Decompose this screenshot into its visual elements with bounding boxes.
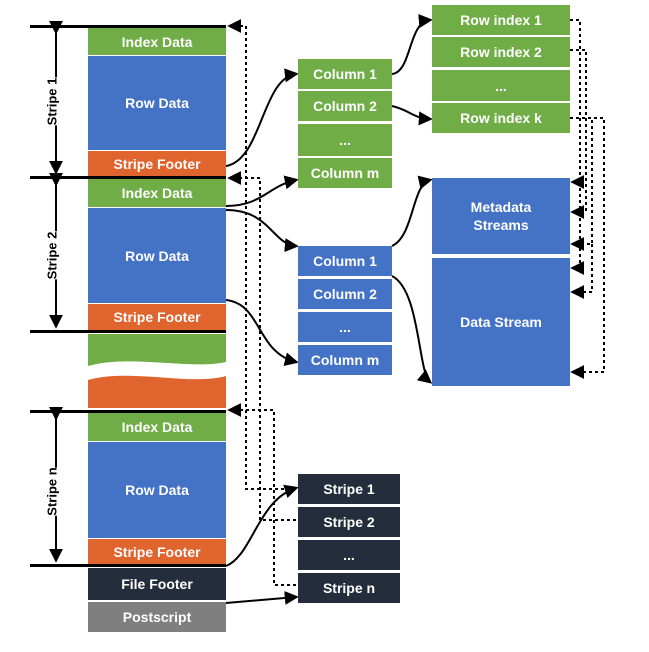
index-column-m: Column m — [298, 158, 392, 188]
index-column-2: Column 2 — [298, 91, 392, 121]
dotted-stripe2-to-file — [227, 171, 296, 521]
stripe1-top-line — [30, 25, 226, 28]
stripen-bottom-line — [30, 564, 226, 567]
stripes-list-stripe-1: Stripe 1 — [298, 474, 400, 504]
stripe2-bottom-line — [30, 330, 226, 333]
stripe1-row-data: Row Data — [88, 56, 226, 150]
stripen-stripe-footer: Stripe Footer — [88, 539, 226, 564]
dotted-rowindex-to-datastream-2 — [570, 244, 593, 299]
arrow-footern-to-stripe1 — [225, 484, 299, 567]
dotted-stripe1-to-file — [227, 19, 296, 490]
stripes-list-stripe-n: Stripe n — [298, 573, 400, 603]
dotted-rowindex1-to-metadata — [570, 19, 585, 189]
postscript: Postscript — [88, 602, 226, 632]
data-column-2: Column 2 — [298, 279, 392, 309]
gap-green-fragment — [88, 334, 226, 366]
data-stream: Data Stream — [432, 258, 570, 386]
arrow-datacol2-to-datastream — [391, 275, 433, 384]
dotted-rowindex2-to-metadata — [570, 49, 587, 219]
data-column-ellipsis: ... — [298, 312, 392, 342]
stripen-index-data: Index Data — [88, 413, 226, 441]
arrow-datacol1-to-metadata — [391, 175, 433, 247]
dotted-stripen-to-file — [227, 403, 296, 586]
stripe2-index-data: Index Data — [88, 179, 226, 207]
arrow-column1-to-row-index1 — [391, 14, 433, 75]
stripe1-bottom-line — [30, 176, 226, 179]
index-column-1: Column 1 — [298, 59, 392, 89]
data-column-m: Column m — [298, 345, 392, 375]
index-column-ellipsis: ... — [298, 124, 392, 156]
metadata-streams: Metadata Streams — [432, 178, 570, 254]
row-index-k: Row index k — [432, 103, 570, 133]
stripen-row-data: Row Data — [88, 442, 226, 538]
arrow-index2-to-index-columns — [225, 175, 299, 207]
stripe1-index-data: Index Data — [88, 28, 226, 55]
arrow-index2-to-data-columns — [225, 209, 299, 253]
gap-orange-fragment — [88, 375, 226, 408]
stripen-label: Stripe n — [42, 467, 62, 516]
stripe1-label: Stripe 1 — [42, 77, 62, 126]
file-footer: File Footer — [88, 568, 226, 600]
stripe2-stripe-footer: Stripe Footer — [88, 304, 226, 330]
arrow-postscript-to-striplist — [225, 590, 299, 605]
dotted-rowindex-to-datastream-1 — [570, 182, 585, 275]
arrow-footer2-to-data-columns — [225, 299, 299, 367]
row-index-2: Row index 2 — [432, 37, 570, 67]
metadata-streams-label: Metadata Streams — [470, 199, 532, 233]
stripes-list-stripe-2: Stripe 2 — [298, 507, 400, 537]
stripe2-row-data: Row Data — [88, 208, 226, 303]
row-index-ellipsis: ... — [432, 70, 570, 101]
row-index-1: Row index 1 — [432, 5, 570, 35]
data-column-1: Column 1 — [298, 246, 392, 276]
stripes-list-ellipsis: ... — [298, 540, 400, 570]
arrow-footer1-to-index-columns — [225, 68, 299, 167]
stripe2-label: Stripe 2 — [42, 231, 62, 280]
stripe1-stripe-footer: Stripe Footer — [88, 151, 226, 176]
stripen-top-line — [30, 410, 226, 413]
arrow-column2-to-row-indexk — [391, 105, 433, 126]
dotted-rowindexk-to-metadata — [570, 117, 593, 251]
